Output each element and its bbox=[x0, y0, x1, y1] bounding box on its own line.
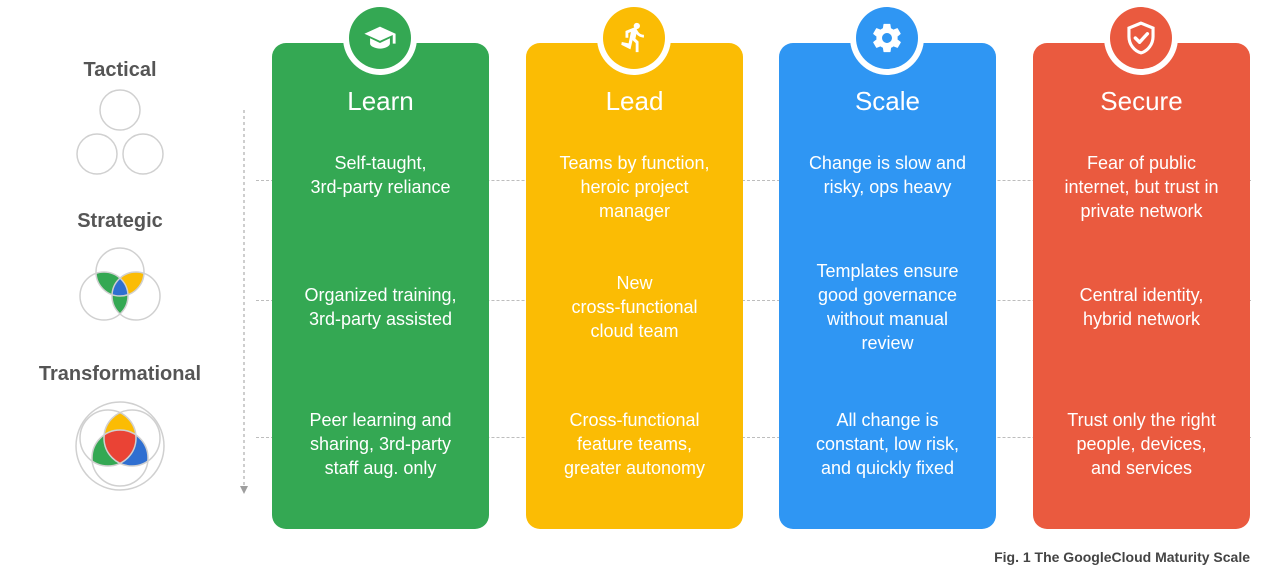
lead-title: Lead bbox=[605, 86, 664, 116]
strategic-venn-icon bbox=[79, 247, 161, 321]
scale-strategic-text: Templates ensure good governance without… bbox=[816, 261, 959, 353]
row-divider-strategic bbox=[256, 300, 1251, 301]
lead-strategic-text: New cross-functional cloud team bbox=[571, 273, 698, 341]
lead-card: Teams by function, heroic project manage… bbox=[526, 43, 743, 529]
row-divider-tactical bbox=[256, 180, 1251, 181]
tactical-venn-icon bbox=[76, 89, 164, 175]
graduation-cap-icon bbox=[364, 26, 396, 49]
lead-transformational-text: Cross-functional feature teams, greater … bbox=[563, 410, 706, 478]
secure-tactical-text: Fear of public internet, but trust in pr… bbox=[1064, 153, 1219, 221]
lead-tactical-text: Teams by function, heroic project manage… bbox=[559, 153, 710, 221]
level-label-tactical: Tactical bbox=[83, 59, 157, 81]
level-label-strategic: Strategic bbox=[77, 210, 163, 232]
secure-badge bbox=[1104, 1, 1178, 75]
learn-tactical-text: Self-taught, 3rd-party reliance bbox=[310, 153, 451, 197]
learn-title: Learn bbox=[347, 86, 414, 116]
secure-transformational-text: Trust only the right people, devices, an… bbox=[1067, 410, 1216, 478]
gear-icon bbox=[873, 23, 901, 53]
secure-title: Secure bbox=[1100, 86, 1183, 116]
running-person-icon bbox=[621, 22, 644, 53]
shield-check-icon bbox=[1127, 21, 1155, 55]
lead-badge bbox=[597, 1, 671, 75]
learn-badge bbox=[343, 1, 417, 75]
scale-card: Change is slow and risky, ops heavy Temp… bbox=[779, 43, 996, 529]
scale-title: Scale bbox=[854, 86, 921, 116]
secure-strategic-text: Central identity, hybrid network bbox=[1079, 285, 1204, 329]
learn-strategic-text: Organized training, 3rd-party assisted bbox=[304, 285, 457, 329]
scale-transformational-text: All change is constant, low risk, and qu… bbox=[815, 410, 960, 478]
scale-tactical-text: Change is slow and risky, ops heavy bbox=[808, 153, 967, 197]
row-divider-transformational bbox=[256, 437, 1251, 438]
level-label-transformational: Transformational bbox=[38, 363, 202, 385]
learn-transformational-text: Peer learning and sharing, 3rd-party sta… bbox=[309, 410, 452, 478]
scale-badge bbox=[850, 1, 924, 75]
transformational-venn-icon bbox=[75, 401, 165, 491]
maturity-axis-arrow bbox=[240, 110, 248, 494]
figure-caption: Fig. 1 The GoogleCloud Maturity Scale bbox=[994, 549, 1250, 565]
secure-card: Fear of public internet, but trust in pr… bbox=[1033, 43, 1250, 529]
learn-card: Self-taught, 3rd-party reliance Organize… bbox=[272, 43, 489, 529]
